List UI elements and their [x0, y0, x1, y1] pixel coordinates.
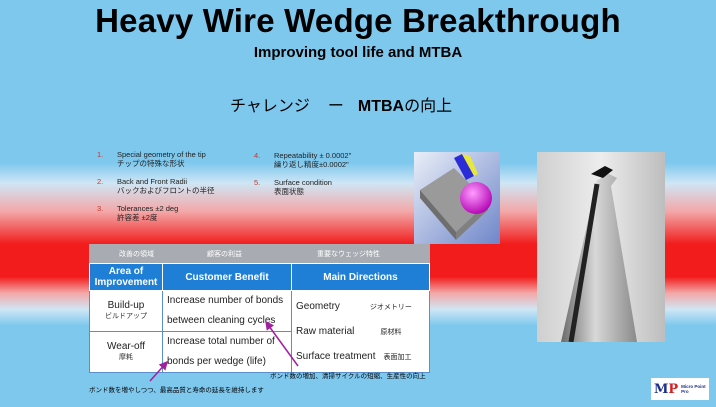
- list-text-jp: 繰り返し精度±0.0002": [274, 160, 349, 169]
- direction-item: Raw material 原材料: [296, 319, 425, 344]
- jp-column-headers: 改善の領域 顧客の利益 重要なウェッジ特性: [89, 244, 430, 263]
- slide-title: Heavy Wire Wedge Breakthrough: [95, 2, 621, 39]
- list-number: 1.: [97, 150, 104, 159]
- feature-list-left: 1. Special geometry of the tip チップの特殊な形状…: [97, 150, 257, 231]
- list-text-jp: 表面状態: [274, 187, 304, 196]
- list-number: 3.: [97, 204, 104, 213]
- table-row: Wear-off 摩耗 Increase total number of bon…: [89, 331, 430, 373]
- improvement-table: Area of Improvement Customer Benefit Mai…: [89, 263, 430, 373]
- logo-m: M: [654, 381, 669, 397]
- list-text-en: Surface condition: [274, 178, 332, 187]
- list-text-jp: チップの特殊な形状: [117, 159, 185, 168]
- list-number: 4.: [254, 151, 261, 160]
- list-text-en: Back and Front Radii: [117, 177, 188, 186]
- feature-list-right: 4. Repeatability ± 0.0002" 繰り返し精度±0.0002…: [254, 151, 414, 205]
- company-logo: MP Micro Point Pro: [651, 378, 709, 400]
- area-jp: 摩耗: [119, 354, 133, 361]
- logo-p: P: [668, 381, 679, 397]
- table-row: Build-up ビルドアップ Increase number of bonds…: [89, 290, 430, 373]
- challenge-separator: ー: [327, 98, 344, 115]
- direction-jp: 原材料: [380, 328, 402, 336]
- area-en: Wear-off: [107, 341, 145, 352]
- challenge-jp: チャレンジ: [230, 98, 310, 115]
- direction-item: Surface treatment 表面加工: [296, 344, 425, 369]
- direction-item: Geometry ジオメトリー: [296, 294, 425, 319]
- list-item: 5. Surface condition 表面状態: [254, 178, 414, 196]
- arrow-to-benefit-1: [265, 320, 299, 367]
- list-number: 2.: [97, 177, 104, 186]
- direction-jp: 表面加工: [383, 353, 412, 361]
- list-item: 3. Tolerances ±2 deg 許容差 ±2度: [97, 204, 257, 222]
- direction-en: Raw material: [296, 326, 355, 337]
- area-jp: ビルドアップ: [105, 313, 147, 320]
- challenge-rest: の向上: [404, 98, 453, 115]
- cell-benefit: Increase total number of bonds per wedge…: [162, 331, 292, 373]
- header-benefit: Customer Benefit: [162, 263, 292, 291]
- slide-subtitle: Improving tool life and MTBA: [253, 44, 463, 61]
- wedge-tip-photo: [537, 152, 665, 342]
- list-text-jp: バックおよびフロントの半径: [117, 186, 215, 195]
- jp-header-area: 改善の領域: [119, 251, 154, 258]
- list-text-en: Repeatability ± 0.0002": [274, 151, 352, 160]
- list-item: 1. Special geometry of the tip チップの特殊な形状: [97, 150, 257, 168]
- list-text-en: Special geometry of the tip: [117, 150, 206, 159]
- jp-header-benefit: 顧客の利益: [207, 251, 242, 258]
- direction-en: Surface treatment: [296, 351, 376, 362]
- note-productivity: ボンド数の増加、清掃サイクルの短縮、生産性の向上: [270, 373, 426, 380]
- area-en: Build-up: [107, 300, 145, 311]
- arrow-to-benefit-2: [149, 360, 169, 382]
- cell-directions: Geometry ジオメトリー Raw material 原材料 Surface…: [291, 290, 430, 373]
- jp-header-directions: 重要なウェッジ特性: [317, 251, 380, 258]
- cell-area: Wear-off 摩耗: [89, 331, 163, 373]
- list-item: 4. Repeatability ± 0.0002" 繰り返し精度±0.0002…: [254, 151, 414, 169]
- list-number: 5.: [254, 178, 261, 187]
- header-directions: Main Directions: [291, 263, 430, 291]
- direction-jp: ジオメトリー: [369, 303, 412, 311]
- note-quality: ボンド数を増やしつつ、最高品質と寿命の延長を維持します: [89, 387, 264, 394]
- challenge-bold: MTBA: [357, 98, 405, 115]
- header-area: Area of Improvement: [89, 263, 163, 291]
- challenge-line: チャレンジー MTBAの向上: [230, 92, 452, 116]
- direction-en: Geometry: [296, 301, 340, 312]
- list-text-jp: 許容差 ±2度: [117, 213, 158, 222]
- wedge-cube-icon: [414, 152, 500, 244]
- list-item: 2. Back and Front Radii バックおよびフロントの半径: [97, 177, 257, 195]
- logo-mark: MP: [654, 382, 678, 397]
- cell-area: Build-up ビルドアップ: [89, 290, 163, 332]
- logo-text: Micro Point Pro: [681, 384, 706, 394]
- list-text-en: Tolerances ±2 deg: [117, 204, 179, 213]
